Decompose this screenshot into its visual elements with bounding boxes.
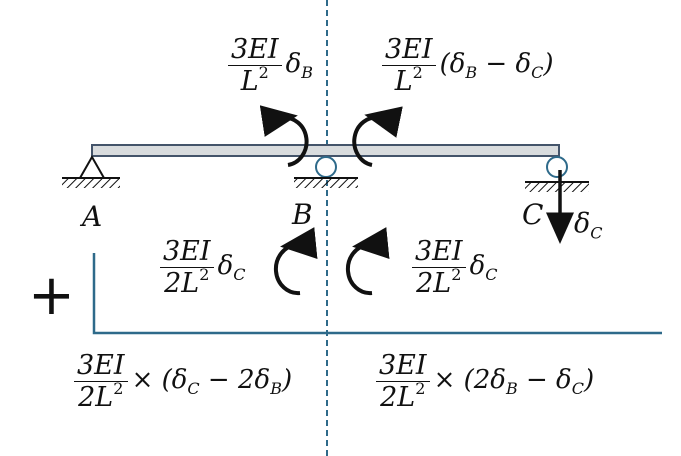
label-a: A — [82, 200, 103, 233]
deflection-subscript: C — [590, 223, 603, 243]
den-exp: 2 — [113, 379, 124, 398]
numerator: 3EI — [74, 350, 128, 382]
tail-post: ) — [543, 48, 554, 79]
den-exp: 2 — [415, 379, 426, 398]
moment-expr-mid-left: 3EI 2L2 δC — [160, 236, 245, 299]
sub2: B — [270, 379, 282, 399]
roller-support-c — [525, 156, 589, 192]
den-var: L — [240, 66, 259, 97]
tail-pre: × (δ — [131, 364, 188, 395]
moment-arc-top-right — [352, 106, 403, 167]
factor: × (2δB − δC) — [434, 365, 595, 398]
denominator: 2L2 — [161, 265, 212, 300]
den-var: 2L — [164, 268, 200, 299]
denominator: 2L2 — [75, 379, 126, 414]
deflection-label-c: δC — [574, 208, 603, 242]
numerator: 3EI — [160, 236, 214, 268]
numerator: 3EI — [376, 350, 430, 382]
numerator: 3EI — [382, 34, 436, 66]
sub1: B — [505, 379, 518, 399]
moment-arc-mid-right — [345, 227, 390, 296]
factor: × (δC − 2δB) — [132, 365, 293, 398]
delta-sub: C — [485, 265, 498, 285]
superposition-bracket — [92, 253, 662, 335]
tail-post: ) — [281, 364, 293, 395]
label-c: C — [522, 198, 544, 231]
result-expr-left: 3EI 2L2 × (δC − 2δB) — [74, 350, 292, 413]
sub1: B — [465, 63, 478, 83]
moment-arc-mid-left — [273, 227, 318, 296]
moment-expr-top-right: 3EI L2 (δB − δC) — [382, 34, 554, 97]
sub2: C — [531, 63, 544, 83]
den-exp: 2 — [451, 265, 462, 284]
delta-sub: B — [301, 63, 313, 83]
den-var: L — [394, 66, 413, 97]
delta-sub: C — [233, 265, 246, 285]
den-exp: 2 — [258, 63, 269, 82]
roller-support-b — [294, 156, 358, 188]
den-exp: 2 — [199, 265, 210, 284]
plus-sign: + — [28, 263, 75, 328]
denominator: L2 — [392, 63, 426, 98]
delta: δ — [469, 250, 486, 281]
beam — [91, 144, 560, 157]
label-b: B — [292, 198, 313, 231]
denominator: 2L2 — [377, 379, 428, 414]
delta: δ — [217, 250, 234, 281]
sub2: C — [571, 379, 584, 399]
numerator: 3EI — [228, 34, 282, 66]
sub1: C — [187, 379, 200, 399]
numerator: 3EI — [412, 236, 466, 268]
tail-pre: (δ — [439, 48, 466, 79]
den-var: 2L — [416, 268, 452, 299]
tail-mid: − δ — [517, 364, 572, 395]
moment-arc-top-left — [259, 105, 309, 167]
deflection-symbol: δ — [574, 208, 591, 239]
factor: δC — [470, 251, 498, 284]
den-var: 2L — [380, 382, 416, 413]
result-expr-right: 3EI 2L2 × (2δB − δC) — [376, 350, 594, 413]
denominator: 2L2 — [413, 265, 464, 300]
moment-expr-top-left: 3EI L2 δB — [228, 34, 313, 97]
tail-mid: − δ — [477, 48, 532, 79]
denominator: L2 — [238, 63, 272, 98]
pin-support-a — [62, 154, 120, 188]
tail-mid: − 2δ — [199, 364, 271, 395]
moment-expr-mid-right: 3EI 2L2 δC — [412, 236, 497, 299]
delta: δ — [285, 48, 302, 79]
factor: (δB − δC) — [440, 49, 554, 82]
factor: δB — [286, 49, 313, 82]
factor: δC — [218, 251, 246, 284]
tail-post: ) — [583, 364, 595, 395]
den-exp: 2 — [412, 63, 423, 82]
den-var: 2L — [78, 382, 114, 413]
tail-pre: × (2δ — [433, 364, 506, 395]
